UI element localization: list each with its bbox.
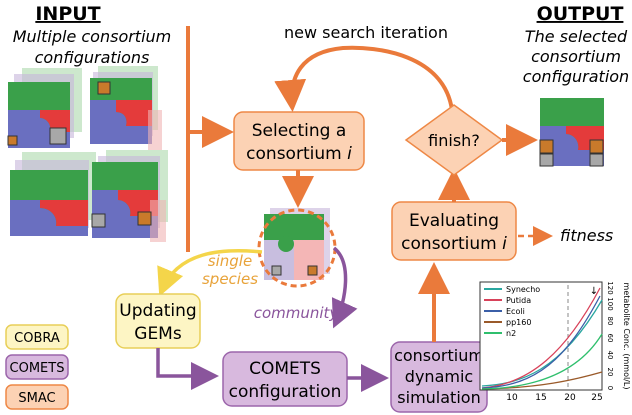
inset-curve-synecho [481, 299, 603, 387]
output-configuration [539, 98, 604, 167]
input-subtitle-1: Multiple consortium [13, 27, 172, 46]
inset-ytick-100: 100 [606, 297, 614, 310]
inset-curve-putida [481, 287, 601, 389]
comets-label-1: COMETS [249, 359, 321, 379]
inset-legend: Synecho Putida Ecoli pp160 n2 [484, 285, 540, 338]
comets-config-node: COMETS configuration [222, 351, 348, 407]
inset-down-arrow: ↓ [590, 286, 598, 297]
inset-curve-ecoli [481, 295, 601, 389]
sim-label-3: simulation [397, 388, 480, 407]
inset-plot: ↓ Synecho Putida Ecoli pp160 n2 10 15 20… [479, 281, 631, 403]
loop-label: new search iteration [284, 23, 448, 42]
fitness-label: fitness [560, 226, 613, 245]
input-config-stack-4 [91, 150, 168, 242]
inset-xtick-1: 10 [506, 393, 518, 403]
evaluate-var: i [502, 234, 507, 254]
output-title: OUTPUT [537, 3, 624, 25]
inset-ytick-60: 60 [606, 334, 614, 343]
legend-cobra-label: COBRA [14, 331, 60, 346]
simulation-node: consortium dynamic simulation [390, 341, 488, 413]
inset-curve-n2 [481, 333, 603, 390]
comets-label-2: configuration [229, 382, 342, 402]
inset-ytick-20: 20 [606, 368, 614, 377]
sim-label-1: consortium [394, 346, 484, 365]
inset-plot-frame [479, 281, 603, 391]
inset-legend-4: pp160 [506, 318, 531, 327]
legend-smac-box [5, 384, 69, 410]
input-config-stack-1 [7, 68, 82, 148]
inset-xtick-3: 20 [564, 393, 576, 403]
updating-label-2: GEMs [134, 324, 182, 344]
inset-xtick-2: 15 [535, 393, 546, 403]
inset-ytick-40: 40 [606, 351, 614, 360]
inset-legend-2: Putida [506, 296, 531, 305]
updating-gems-node: Updating GEMs [115, 293, 201, 349]
inset-y-ticks: 0 20 40 60 80 100 120 [606, 281, 614, 390]
inset-ytick-0: 0 [606, 386, 614, 390]
inset-xtick-4: 25 [591, 393, 602, 403]
gems-to-comets-arrow [156, 348, 219, 390]
input-config-stack-2 [90, 66, 162, 150]
output-subtitle-3: configuration [523, 67, 629, 86]
community-label: community [254, 304, 340, 322]
input-subtitle-2: configurations [35, 48, 150, 67]
inset-x-ticks: 10 15 20 25 [506, 393, 602, 403]
finish-label: finish? [428, 131, 480, 150]
inset-legend-5: n2 [506, 329, 516, 338]
legend-smac-label: SMAC [18, 391, 55, 406]
select-consortium-node: Selecting a consortium i [233, 111, 365, 171]
inset-legend-3: Ecoli [506, 307, 525, 316]
inset-y-label: metabolite Conc. (mmol/L) [622, 283, 631, 390]
select-var: i [347, 144, 352, 164]
output-subtitle-1: The selected [525, 27, 628, 46]
input-bracket [186, 26, 234, 252]
output-subtitle-2: consortium [531, 47, 621, 66]
input-title: INPUT [35, 3, 100, 25]
finish-decision: finish? [404, 104, 504, 176]
evaluate-label-2-line: consortium i [401, 234, 507, 254]
loop-arrow [274, 45, 454, 112]
select-label-1: Selecting a [252, 121, 347, 141]
single-species-label-1: single [208, 252, 252, 270]
community-arrow [331, 246, 358, 329]
updating-label-1: Updating [119, 301, 196, 321]
inset-legend-1: Synecho [506, 285, 540, 294]
single-species-label-2: species [202, 270, 258, 288]
evaluate-label-1: Evaluating [409, 211, 499, 231]
current-consortium [257, 208, 337, 288]
sim-label-2: dynamic [405, 367, 473, 386]
inset-ytick-80: 80 [606, 317, 614, 326]
legend-comets-label: COMETS [10, 361, 65, 376]
legend: COBRA COMETS SMAC [5, 324, 69, 410]
select-label-2: consortium [246, 144, 342, 164]
inset-ytick-120: 120 [606, 281, 614, 294]
input-config-stack-3 [10, 152, 96, 236]
evaluate-node: Evaluating consortium i [391, 201, 517, 261]
legend-comets-box [5, 354, 69, 380]
select-label-2-line: consortium i [246, 144, 352, 164]
legend-cobra-box [5, 324, 69, 350]
evaluate-label-2: consortium [401, 234, 497, 254]
single-species-arrow [157, 249, 263, 297]
